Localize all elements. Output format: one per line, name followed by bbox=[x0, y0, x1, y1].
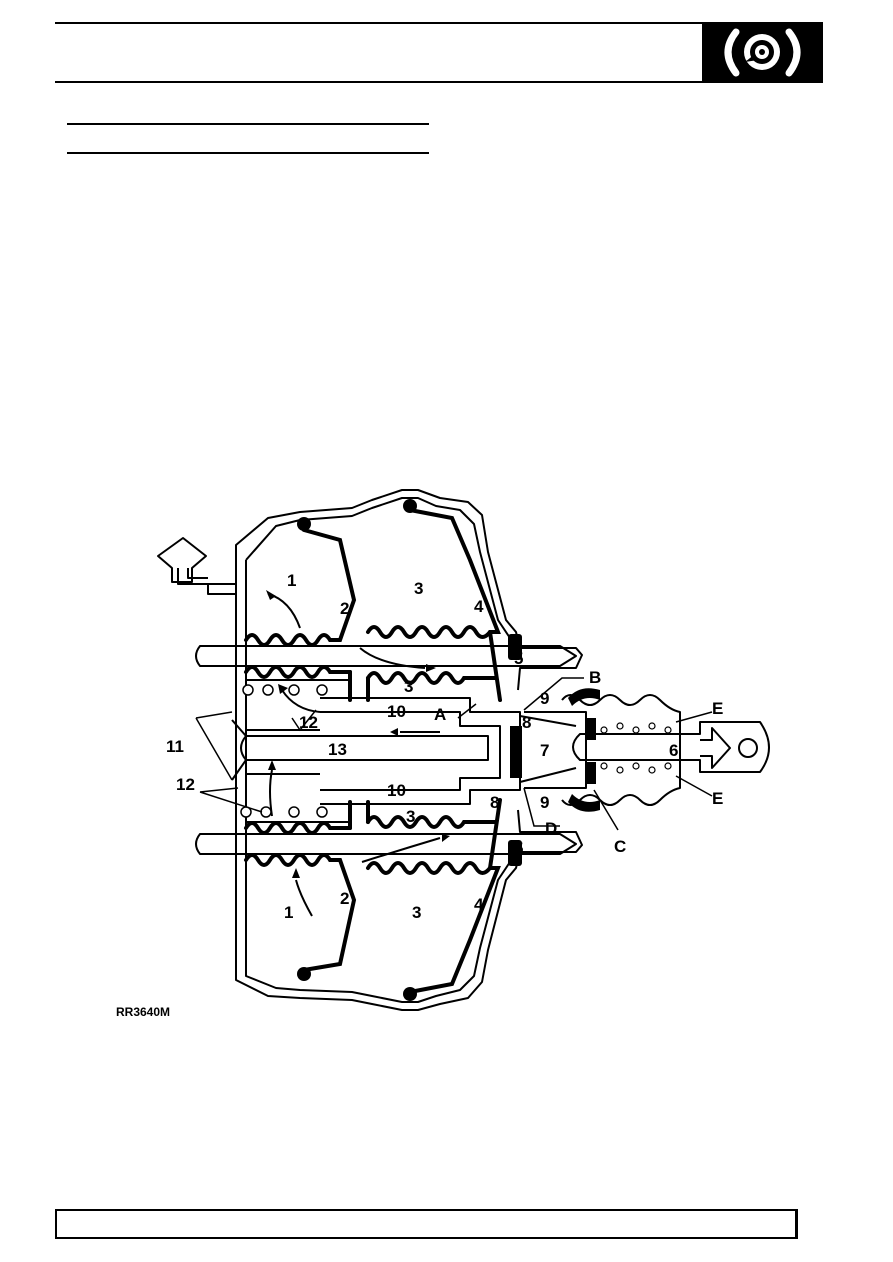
label-10b: 10 bbox=[387, 781, 406, 800]
label-4: 4 bbox=[474, 597, 484, 616]
servo-front-shell bbox=[235, 489, 583, 691]
valve-body bbox=[320, 697, 521, 805]
label-12-upper: 12 bbox=[299, 713, 318, 732]
label-c: C bbox=[614, 837, 626, 856]
label-e-upper: E bbox=[712, 699, 723, 718]
label-12-lower: 12 bbox=[176, 775, 195, 794]
label-13: 13 bbox=[328, 740, 347, 759]
label-a: A bbox=[434, 705, 446, 724]
flow-arrow bbox=[519, 715, 577, 727]
diagram-reference: RR3640M bbox=[116, 1005, 170, 1019]
label-5b: 5 bbox=[514, 839, 523, 858]
header-top-rule bbox=[55, 22, 823, 24]
section-icon-block bbox=[702, 24, 823, 81]
flow-arrow bbox=[295, 879, 313, 917]
label-7: 7 bbox=[540, 741, 549, 760]
diaphragm-upper-front bbox=[244, 528, 357, 647]
label-10: 10 bbox=[387, 702, 406, 721]
label-8: 8 bbox=[522, 713, 531, 732]
header-bottom-rule bbox=[55, 81, 823, 83]
input-rod bbox=[572, 721, 770, 773]
flow-arrow bbox=[359, 647, 426, 669]
footer-bar bbox=[55, 1209, 798, 1239]
label-8b: 8 bbox=[490, 793, 499, 812]
tie-rod-lower bbox=[195, 833, 577, 855]
label-3: 3 bbox=[414, 579, 423, 598]
vacuum-outlet bbox=[177, 568, 236, 595]
title-rule-2 bbox=[67, 152, 429, 154]
diaphragm-lower-front bbox=[244, 853, 357, 972]
label-e-lower: E bbox=[712, 789, 723, 808]
label-4b: 4 bbox=[474, 895, 484, 914]
push-rod bbox=[240, 735, 489, 761]
label-3d: 3 bbox=[412, 903, 421, 922]
push-arrow bbox=[700, 727, 731, 769]
label-3c: 3 bbox=[406, 807, 415, 826]
label-3b: 3 bbox=[404, 677, 413, 696]
flow-arrow bbox=[519, 767, 577, 783]
input-rod-housing bbox=[524, 711, 587, 789]
label-9: 9 bbox=[540, 689, 549, 708]
label-11: 11 bbox=[166, 737, 184, 756]
label-b: B bbox=[589, 668, 601, 687]
flow-arrow bbox=[267, 593, 301, 629]
tie-rod-upper bbox=[195, 645, 577, 667]
brake-disc-icon bbox=[724, 28, 801, 77]
label-1: 1 bbox=[287, 571, 296, 590]
diaphragm-upper-rear bbox=[366, 508, 501, 639]
title-rule-1 bbox=[67, 123, 429, 125]
flow-arrow bbox=[361, 837, 441, 863]
label-d: D bbox=[545, 819, 557, 838]
label-2: 2 bbox=[340, 599, 349, 618]
label-2b: 2 bbox=[340, 889, 349, 908]
label-6: 6 bbox=[669, 741, 678, 760]
outlet-arrow bbox=[157, 537, 207, 583]
label-9b: 9 bbox=[540, 793, 549, 812]
label-5: 5 bbox=[514, 649, 523, 668]
flow-arrow bbox=[281, 689, 321, 713]
diaphragm-lower-rear bbox=[366, 861, 501, 994]
servo-rear-shell bbox=[235, 556, 583, 1011]
label-1b: 1 bbox=[284, 903, 293, 922]
